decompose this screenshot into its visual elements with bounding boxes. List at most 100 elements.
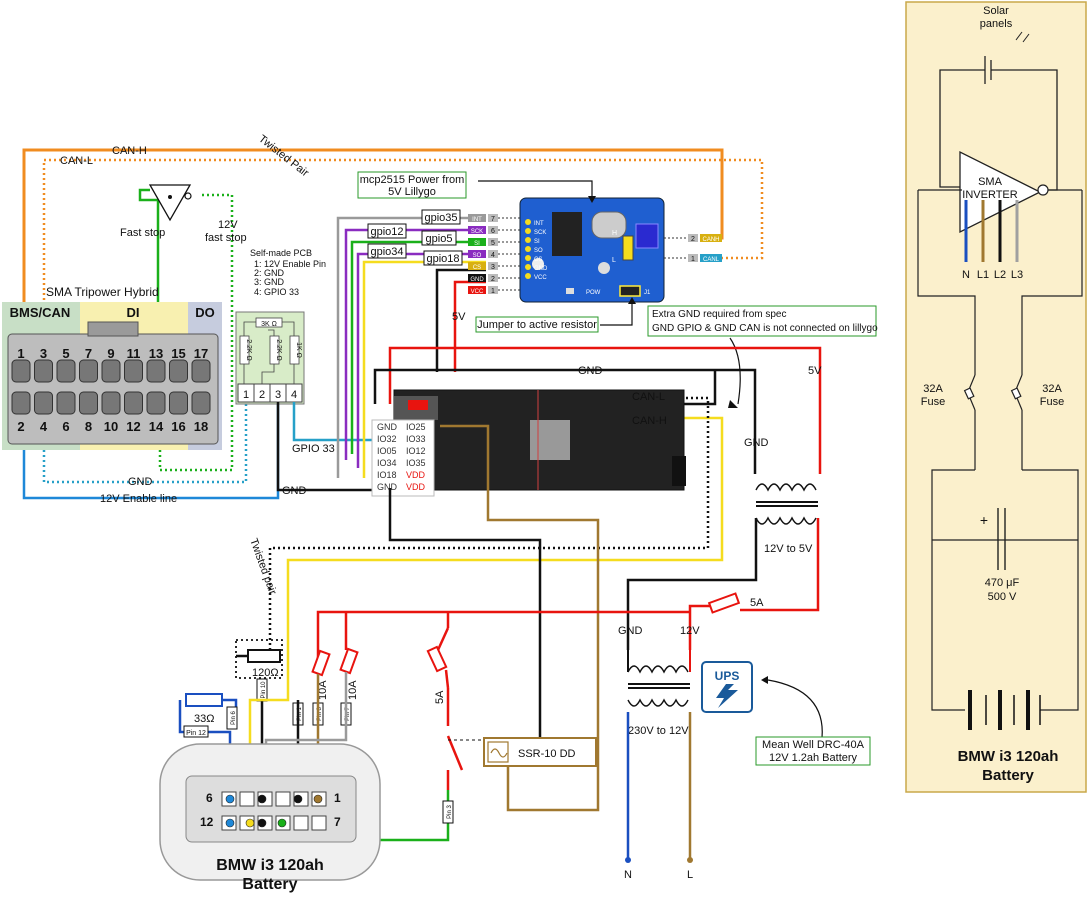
pin-tag-label: Pin 10	[261, 681, 267, 699]
mcp-pin-dot	[525, 237, 531, 243]
connector-pin-top: 7	[85, 346, 92, 361]
mcp-pin-cs: CS	[534, 257, 542, 263]
connector-slot-bottom	[34, 391, 53, 415]
connector-slot-top	[169, 359, 188, 383]
converter-12v-5v	[755, 483, 818, 525]
fast-stop-12v-label-b: fast stop	[205, 232, 247, 244]
pcb-r-left: 2.2K Ω	[245, 339, 252, 361]
pin-tag-label: Pin 6	[231, 711, 237, 725]
meanwell-a: Mean Well DRC-40A	[762, 739, 865, 751]
conv-12v-5v-label: 12V to 5V	[764, 543, 813, 555]
connector-slot-bottom	[101, 391, 121, 415]
connector-slot-bottom	[11, 391, 31, 415]
mcp-pin-gnd: GND	[534, 266, 548, 272]
can-tab-num-box	[688, 254, 698, 262]
summary-panel: Solar panels SMA INVERTER N L1 L2 L3	[905, 1, 1087, 793]
mcp-tab-num: 3	[491, 264, 495, 271]
mcp-pin-dot	[525, 246, 531, 252]
connector-slot-top	[34, 359, 53, 383]
r33-label: 33Ω	[194, 713, 214, 725]
enable-line-label: 12V Enable line	[100, 493, 177, 505]
light-arrows-icon	[1015, 31, 1030, 43]
mcp-tab-label: GND	[470, 277, 484, 283]
panel-battery-label-a: BMW i3 120ah	[958, 748, 1059, 765]
pcb-pin-1: 1	[243, 389, 249, 401]
can-tab-num: 2	[691, 236, 695, 243]
fuse-5a-b-label: 5A	[434, 690, 446, 704]
capacitor-value: 470 μF	[985, 577, 1020, 589]
mcp-tab-label: SI	[474, 241, 480, 247]
battery-pin-dot	[245, 818, 255, 828]
mcp-power-arrow	[478, 180, 593, 200]
mcp-tab-num: 5	[491, 240, 495, 247]
battery-pin-cells	[221, 791, 327, 831]
pcb-r-right: 1K Ω	[295, 342, 302, 358]
mcp-tab-label: SCK	[471, 229, 483, 235]
gpio33-label: GPIO 33	[292, 443, 335, 455]
battery-pin-dot	[225, 794, 235, 804]
row1-label: 1	[334, 791, 341, 805]
gnd-b-label: GND	[618, 625, 643, 637]
mcp-tab-label: INT	[472, 217, 482, 223]
v5b-label: 5V	[808, 365, 822, 377]
solar-label-b: panels	[980, 18, 1013, 30]
pin-tag-box	[183, 725, 209, 738]
connector-pin-bottom: 18	[194, 419, 208, 434]
group-di: DI	[127, 305, 140, 320]
r120-label: 120Ω	[252, 667, 279, 679]
mcp-board-j1: J1	[644, 290, 651, 296]
pcb-board	[235, 311, 305, 405]
connector-pin-bottom: 16	[171, 419, 185, 434]
connector-pin-bottom: 4	[40, 419, 48, 434]
connector-slot-bottom	[56, 391, 76, 415]
terminal-n	[625, 857, 631, 863]
fast-stop-label: Fast stop	[120, 227, 165, 239]
phase-wires	[964, 200, 1019, 262]
fuse-left-label-a: 32A	[923, 383, 943, 395]
connector-pin-top: 15	[171, 346, 185, 361]
connector-pin-bottom: 6	[62, 419, 69, 434]
fuse-left-label-b: Fuse	[921, 396, 945, 408]
sma-inverter-symbol: SMA INVERTER	[959, 150, 1049, 234]
connector-slot-top	[11, 359, 31, 383]
lilygo-pin-right: IO25	[406, 422, 426, 432]
phase-l3-label: L3	[1011, 269, 1023, 281]
mcp-tab-num: 6	[491, 228, 495, 235]
mcp-pin-dot	[525, 219, 531, 225]
pcb-line-3: 3: GND	[254, 277, 285, 287]
mcp-tab-label: VCC	[471, 289, 484, 295]
pin-tag-label: Pin 7	[345, 707, 351, 721]
connector-pin-top: 3	[40, 346, 47, 361]
ssr-gnd-wire	[388, 488, 542, 740]
can-l-label: CAN-L	[60, 155, 93, 167]
mcp-tab	[468, 262, 486, 270]
pin-tag-label: Pin 1	[297, 707, 303, 721]
connector-slot-bottom	[79, 391, 98, 415]
can-tab-label: CANL	[703, 257, 720, 263]
mcp-tab-num: 7	[491, 216, 495, 223]
gnd4-label: GND	[744, 437, 769, 449]
pcb-line-2: 2: GND	[254, 268, 285, 278]
battery-pin-cell	[275, 791, 291, 807]
ssr-switch	[446, 688, 464, 790]
resistor-120-wiring	[235, 639, 283, 679]
group-bms-can: BMS/CAN	[10, 305, 71, 320]
connector-pin-top: 11	[127, 346, 141, 361]
can-tab	[700, 254, 722, 262]
battery-red-bus	[316, 610, 690, 640]
battery-pin-dot	[257, 818, 267, 828]
gpio35-label: gpio35	[424, 212, 457, 224]
can-tab	[700, 234, 722, 242]
lilygo-pin-left: IO32	[377, 434, 397, 444]
pin-tag-label: Pin 8	[317, 707, 323, 721]
gpio-labels	[367, 209, 463, 266]
lilygo-pin-right: IO35	[406, 458, 426, 468]
battery-pin-dot	[225, 818, 235, 828]
panel-battery-label-b: Battery	[982, 767, 1034, 784]
capacitor-voltage: 500 V	[988, 591, 1017, 603]
mcp-pin-so: SO	[534, 248, 543, 254]
ups-label: UPS	[715, 669, 740, 683]
